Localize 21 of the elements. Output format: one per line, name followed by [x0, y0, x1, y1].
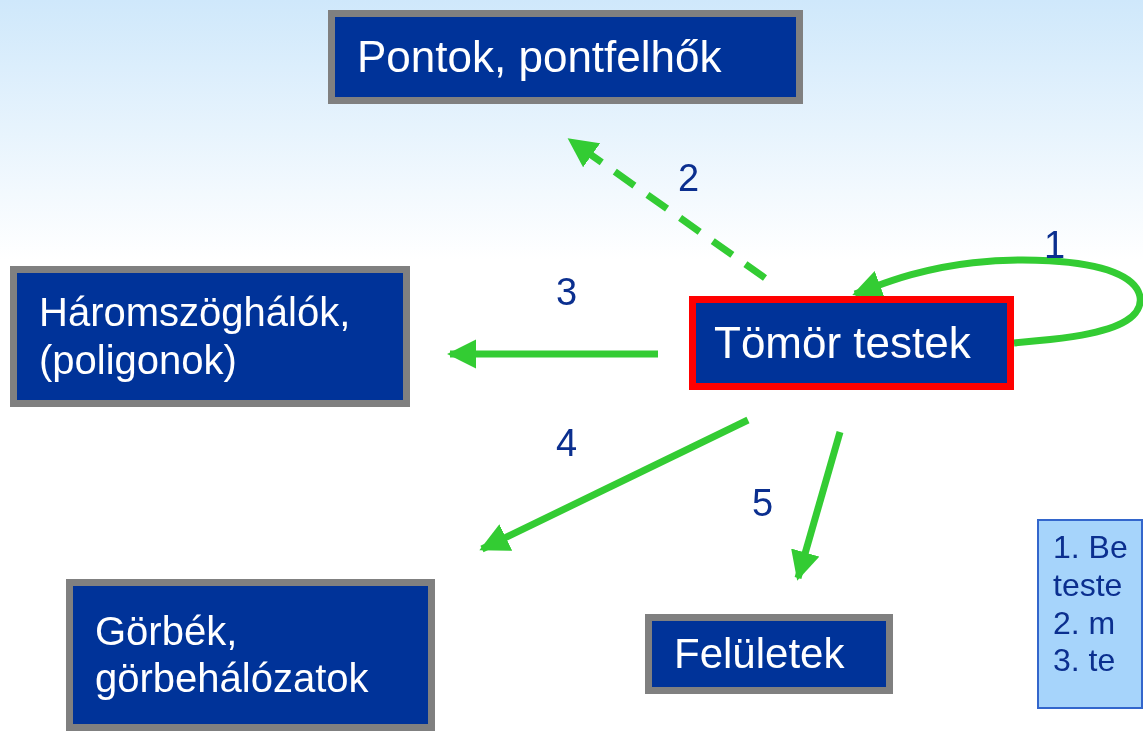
edge-label: 3: [556, 272, 578, 312]
note-box: [1037, 519, 1143, 709]
topic-box: [66, 579, 435, 731]
box-text: Felületek: [674, 629, 845, 679]
box-text: Pontok, pontfelhők: [357, 31, 722, 83]
topic-box: [689, 296, 1014, 390]
arrow: [852, 256, 1143, 347]
arrow: [791, 431, 844, 581]
topic-box: [645, 614, 893, 694]
edge-label: 2: [678, 158, 700, 198]
box-text: Görbék, görbehálózatok: [95, 607, 370, 702]
box-text: Tömör testek: [714, 317, 971, 369]
arrow: [567, 137, 768, 281]
topic-box: [10, 266, 410, 407]
arrow: [479, 416, 750, 553]
box-text: 1. Be teste 2. m 3. te: [1053, 529, 1129, 681]
edge-label: 5: [752, 483, 774, 523]
edge-label: 1: [1044, 225, 1066, 265]
topic-box: [328, 10, 803, 104]
edge-label: 4: [556, 423, 578, 463]
box-text: Háromszöghálók, (poligonok): [39, 289, 352, 384]
